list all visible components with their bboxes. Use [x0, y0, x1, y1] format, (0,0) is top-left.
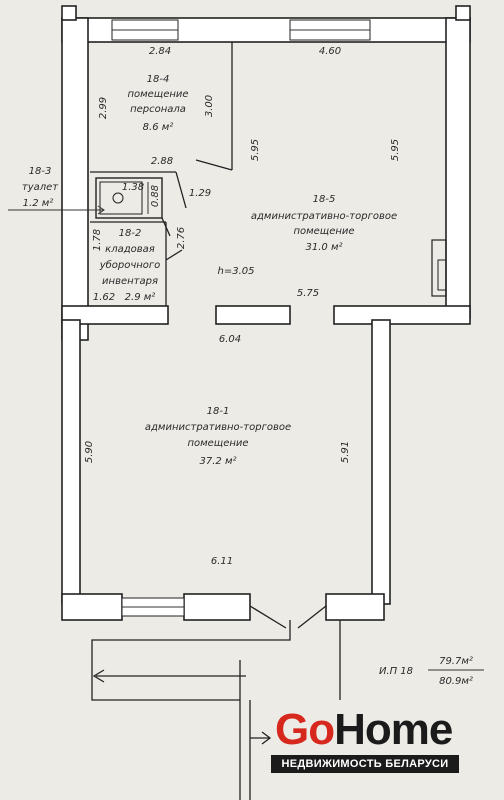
- svg-text:2.84: 2.84: [149, 46, 171, 57]
- svg-text:помещение: помещение: [187, 438, 248, 449]
- svg-text:5.95: 5.95: [390, 139, 401, 161]
- logo-tagline: НЕДВИЖИМОСТЬ БЕЛАРУСИ: [271, 755, 459, 773]
- svg-text:помещение: помещение: [127, 89, 188, 100]
- gohome-logo: GoHome НЕДВИЖИМОСТЬ БЕЛАРУСИ: [271, 703, 461, 775]
- svg-text:37.2 м²: 37.2 м²: [200, 456, 237, 467]
- svg-text:персонала: персонала: [130, 104, 186, 115]
- svg-text:1.29: 1.29: [189, 188, 211, 199]
- svg-text:79.7м²: 79.7м²: [439, 656, 473, 667]
- area-totals: И.П 18 79.7м² 80.9м²: [379, 656, 484, 687]
- svg-text:5.75: 5.75: [297, 288, 319, 299]
- svg-text:1.78: 1.78: [92, 229, 103, 251]
- svg-text:помещение: помещение: [293, 226, 354, 237]
- svg-text:18-5: 18-5: [313, 194, 336, 205]
- svg-text:уборочного: уборочного: [99, 259, 161, 271]
- svg-text:80.9м²: 80.9м²: [439, 676, 473, 687]
- dimension-labels: 2.84 4.60 2.99 3.00 5.95 5.95 2.88 1.38 …: [84, 46, 401, 567]
- svg-text:5.91: 5.91: [340, 441, 351, 463]
- svg-text:18-3: 18-3: [29, 166, 52, 177]
- svg-text:8.6 м²: 8.6 м²: [143, 122, 174, 133]
- room-18-2: 18-2 кладовая уборочного инвентаря 2.9 м…: [99, 228, 161, 303]
- svg-text:2.9 м²: 2.9 м²: [125, 292, 156, 303]
- svg-text:31.0 м²: 31.0 м²: [306, 242, 343, 253]
- svg-text:5.90: 5.90: [84, 441, 95, 463]
- room-18-3: 18-3 туалет 1.2 м²: [8, 166, 105, 215]
- room-18-4: 18-4 помещение персонала 8.6 м²: [127, 74, 188, 133]
- logo-home: Home: [334, 705, 453, 754]
- room-18-5: 18-5 административно-торговое помещение …: [251, 194, 397, 253]
- svg-text:3.00: 3.00: [204, 95, 215, 117]
- svg-text:туалет: туалет: [22, 182, 59, 193]
- svg-text:2.99: 2.99: [98, 97, 109, 119]
- svg-text:18-4: 18-4: [147, 74, 170, 85]
- svg-text:4.60: 4.60: [319, 46, 341, 57]
- svg-text:административно-торговое: административно-торговое: [145, 422, 291, 433]
- svg-text:1.38: 1.38: [122, 182, 144, 193]
- svg-text:инвентаря: инвентаря: [102, 276, 158, 287]
- walls: [61, 5, 471, 800]
- svg-text:2.88: 2.88: [151, 156, 173, 167]
- svg-text:кладовая: кладовая: [105, 244, 155, 255]
- svg-text:1.2 м²: 1.2 м²: [23, 198, 54, 209]
- logo-go: Go: [275, 705, 335, 754]
- svg-text:И.П 18: И.П 18: [379, 666, 413, 677]
- svg-text:18-1: 18-1: [207, 406, 230, 417]
- room-18-1: 18-1 административно-торговое помещение …: [145, 406, 291, 467]
- svg-text:0.88: 0.88: [150, 185, 161, 207]
- svg-text:h=3.05: h=3.05: [218, 266, 255, 277]
- svg-text:административно-торговое: административно-торговое: [251, 211, 397, 222]
- svg-text:5.95: 5.95: [250, 139, 261, 161]
- svg-text:18-2: 18-2: [119, 228, 142, 239]
- svg-text:6.04: 6.04: [219, 334, 241, 345]
- logo-wordmark: GoHome: [275, 705, 453, 755]
- svg-text:6.11: 6.11: [211, 556, 233, 567]
- svg-text:2.76: 2.76: [176, 227, 187, 249]
- svg-text:1.62: 1.62: [93, 292, 115, 303]
